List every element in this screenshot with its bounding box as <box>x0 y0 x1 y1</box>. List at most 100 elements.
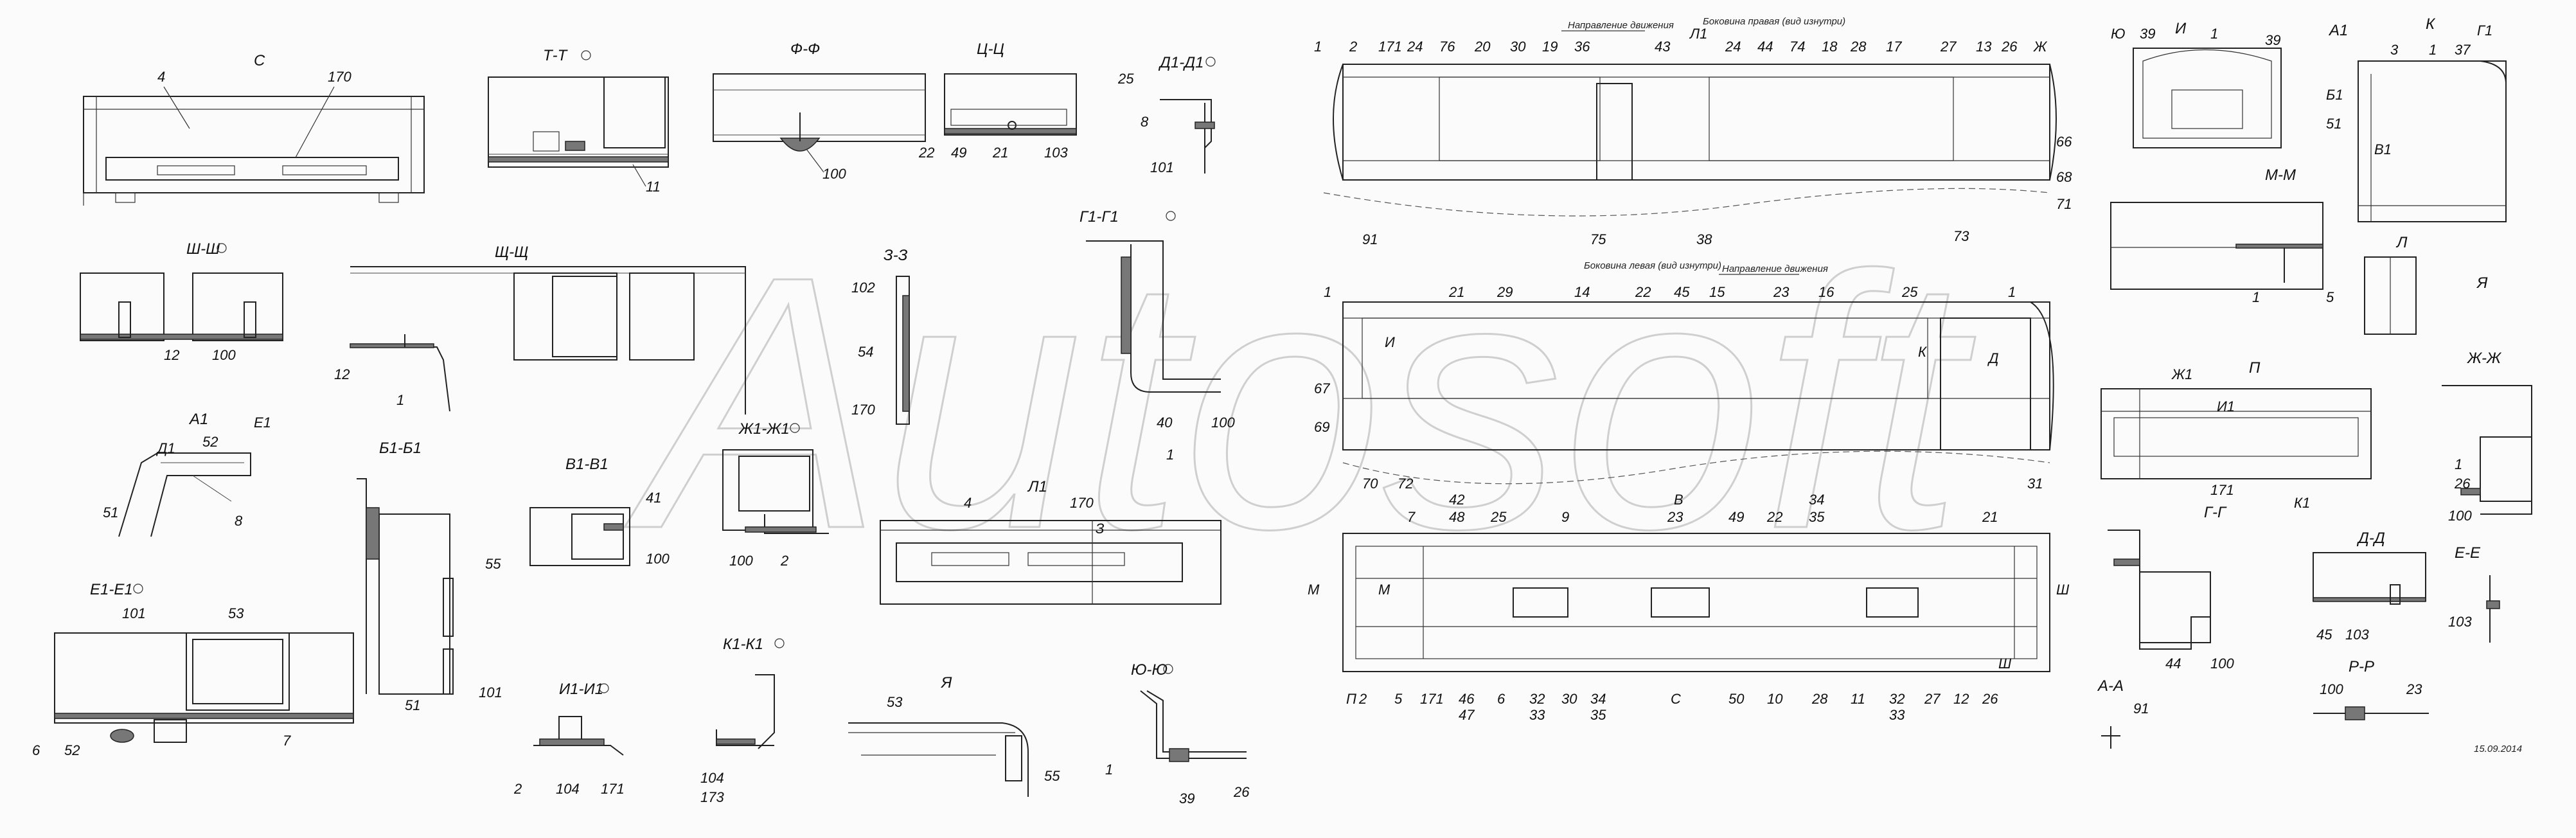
svg-text:4: 4 <box>964 495 972 511</box>
svg-text:25: 25 <box>1490 509 1507 525</box>
svg-text:75: 75 <box>1590 231 1606 247</box>
section-f-f: Ф-Ф 100 <box>713 40 926 182</box>
svg-text:101: 101 <box>122 605 146 621</box>
svg-text:91: 91 <box>1362 231 1378 247</box>
svg-text:101: 101 <box>479 684 502 700</box>
section-d-d: Д-Д 45 103 <box>2313 530 2426 643</box>
section-e-e: Е-Е 103 <box>2448 544 2500 643</box>
svg-text:И: И <box>1385 334 1395 350</box>
section-a-a: А-А 91 <box>2097 677 2149 749</box>
svg-text:С: С <box>1671 691 1681 707</box>
svg-text:71: 71 <box>2056 196 2072 212</box>
view-i: И Ю 39 1 39 <box>2111 20 2282 148</box>
svg-text:34: 34 <box>1809 492 1824 508</box>
view-ya: Я 53 55 <box>848 674 1060 797</box>
svg-text:К1: К1 <box>2294 495 2310 511</box>
svg-text:33: 33 <box>1889 707 1905 723</box>
svg-text:104: 104 <box>556 781 580 797</box>
svg-text:47: 47 <box>1459 707 1475 723</box>
section-sh-sh-title: Ш-Ш <box>186 240 220 258</box>
svg-text:55: 55 <box>485 556 501 572</box>
svg-text:53: 53 <box>887 694 903 710</box>
view-l1-title: Л1 <box>1027 478 1047 495</box>
svg-text:11: 11 <box>646 179 661 195</box>
svg-text:37: 37 <box>2455 42 2471 58</box>
svg-text:31: 31 <box>2027 476 2043 492</box>
svg-text:Б1: Б1 <box>2326 87 2343 103</box>
svg-text:1: 1 <box>2252 289 2260 305</box>
section-shch-shch: Щ-Щ 12 1 <box>334 244 746 415</box>
svg-text:68: 68 <box>2056 169 2072 185</box>
svg-text:17: 17 <box>1886 39 1902 55</box>
section-g1-g1: Г1-Г1 40 100 1 <box>1079 208 1235 463</box>
svg-text:170: 170 <box>851 402 875 418</box>
svg-text:52: 52 <box>202 434 218 450</box>
view-l: Л <box>2364 234 2417 335</box>
svg-text:100: 100 <box>646 551 670 567</box>
svg-text:55: 55 <box>1044 768 1060 784</box>
svg-text:2: 2 <box>780 553 788 569</box>
section-a-a-title: А-А <box>2097 677 2124 695</box>
svg-text:100: 100 <box>212 347 236 363</box>
svg-text:24: 24 <box>1407 39 1423 55</box>
side-right-heading: Боковина правая (вид изнутри) <box>1703 16 1845 27</box>
svg-text:20: 20 <box>1474 39 1491 55</box>
svg-text:170: 170 <box>1070 495 1094 511</box>
section-g-g-title: Г-Г <box>2204 504 2227 521</box>
section-zh1-zh1-title: Ж1-Ж1 <box>738 420 790 438</box>
svg-text:45: 45 <box>2316 627 2332 643</box>
svg-text:49: 49 <box>951 145 966 161</box>
svg-text:Д1: Д1 <box>155 440 175 456</box>
svg-text:2: 2 <box>1358 691 1367 707</box>
svg-text:М: М <box>1378 582 1390 598</box>
side-right-view: Направление движения Боковина правая (ви… <box>1314 16 2072 247</box>
svg-text:Е1: Е1 <box>254 415 271 431</box>
svg-text:М: М <box>1308 582 1320 598</box>
svg-text:1: 1 <box>2455 456 2462 472</box>
view-a1-right-title: А1 <box>2328 22 2348 39</box>
section-d1-d1: Д1-Д1 25 8 101 <box>1117 54 1216 175</box>
svg-text:32: 32 <box>1889 691 1905 707</box>
svg-text:25: 25 <box>1901 284 1918 300</box>
svg-text:73: 73 <box>1953 228 1969 244</box>
svg-text:76: 76 <box>1439 39 1455 55</box>
svg-text:39: 39 <box>2265 32 2280 48</box>
section-yu-yu-title: Ю-Ю <box>1131 661 1168 679</box>
svg-text:15: 15 <box>1709 284 1725 300</box>
section-zh-zh-title: Ж-Ж <box>2467 350 2502 367</box>
side-left-callouts: 1 21 29 14 22 45 15 23 16 25 1 И 67 69 К… <box>1314 284 2043 525</box>
svg-text:41: 41 <box>646 490 661 506</box>
section-zh1-zh1: Ж1-Ж1 100 2 <box>722 420 829 569</box>
svg-text:24: 24 <box>1725 39 1741 55</box>
svg-text:14: 14 <box>1574 284 1590 300</box>
svg-text:103: 103 <box>2448 614 2472 630</box>
plan-view-callouts: П 2 5 171 46 47 6 32 33 30 34 35 С 50 10… <box>1308 582 2070 723</box>
svg-text:100: 100 <box>2448 508 2472 524</box>
svg-text:51: 51 <box>405 697 420 713</box>
svg-text:173: 173 <box>700 789 724 805</box>
svg-text:5: 5 <box>2326 289 2334 305</box>
view-l-title: Л <box>2395 234 2408 251</box>
svg-text:12: 12 <box>1953 691 1969 707</box>
view-a1-right: А1 К 3 1 37 Г1 Б1 51 В1 <box>2326 15 2507 222</box>
section-k1-k1-title: К1-К1 <box>723 636 763 653</box>
svg-text:5: 5 <box>1394 691 1403 707</box>
svg-text:Л1: Л1 <box>1689 26 1707 42</box>
svg-text:1: 1 <box>1324 284 1331 300</box>
view-ya-right: Я <box>2476 274 2488 292</box>
svg-text:23: 23 <box>2406 681 2422 697</box>
svg-text:3: 3 <box>2390 42 2399 58</box>
section-yu-yu: Ю-Ю 1 39 26 <box>1105 661 1250 807</box>
svg-text:103: 103 <box>1044 145 1068 161</box>
svg-text:4: 4 <box>157 69 165 85</box>
svg-text:Д: Д <box>1987 350 1999 366</box>
svg-text:52: 52 <box>64 742 80 758</box>
svg-text:Ж: Ж <box>2033 39 2048 55</box>
svg-text:100: 100 <box>822 166 846 182</box>
view-a1-title: А1 <box>188 411 208 428</box>
svg-text:33: 33 <box>1529 707 1545 723</box>
section-z-z-title: З-З <box>884 247 908 264</box>
view-ya-title: Я <box>940 674 952 691</box>
svg-text:48: 48 <box>1449 509 1465 525</box>
drawing-date: 15.09.2014 <box>2474 744 2522 754</box>
